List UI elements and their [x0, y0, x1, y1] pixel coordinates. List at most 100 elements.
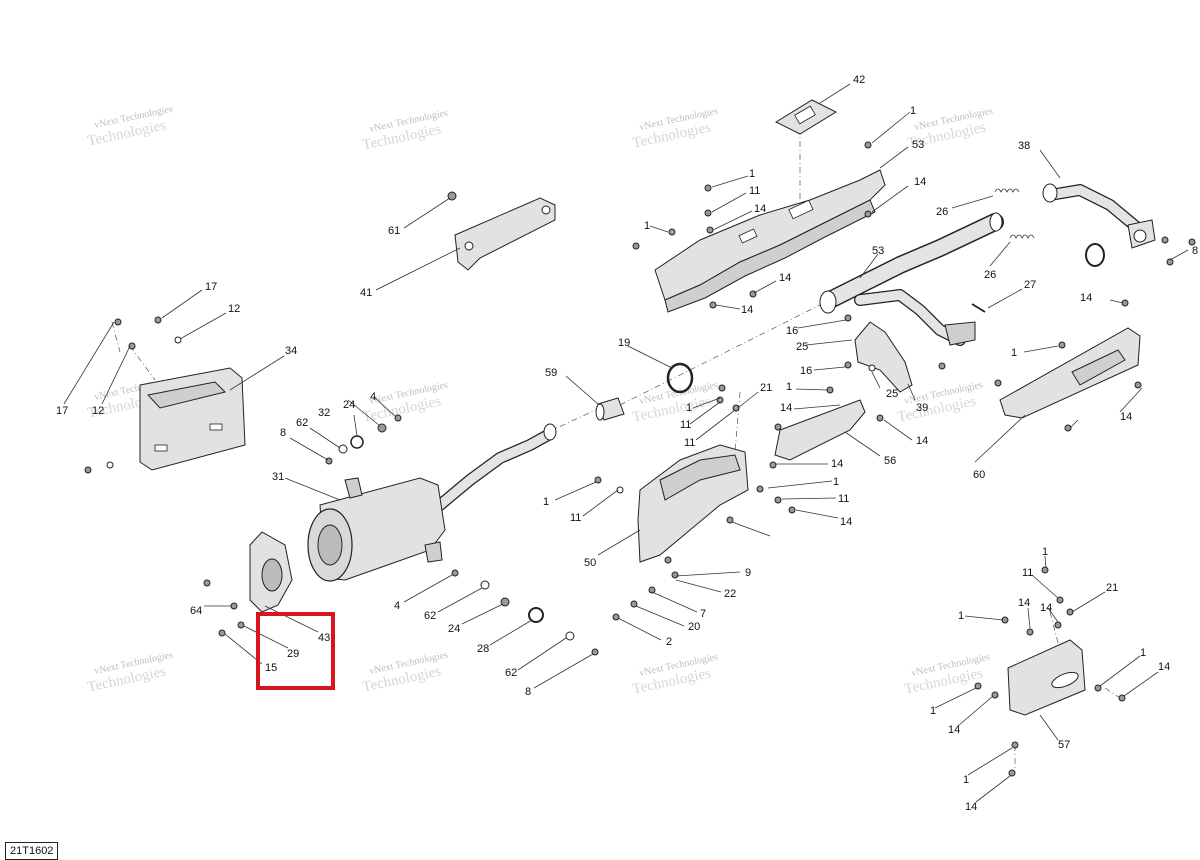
exhaust-pipe-53 — [819, 212, 1004, 346]
watermark: vNext Technologies Technologies — [631, 652, 719, 698]
callout-11[interactable]: 11 — [749, 185, 760, 197]
callout-11[interactable]: 11 — [838, 493, 849, 505]
callout-1[interactable]: 1 — [1140, 647, 1146, 659]
callout-22[interactable]: 22 — [724, 588, 736, 600]
callout-11[interactable]: 11 — [570, 512, 581, 524]
callout-1[interactable]: 1 — [930, 705, 936, 717]
watermark: vNext Technologies Technologies — [903, 652, 991, 698]
seal-27 — [971, 243, 1105, 313]
callout-16[interactable]: 16 — [800, 365, 812, 377]
callout-14[interactable]: 14 — [948, 724, 960, 736]
header-pipe-38 — [1042, 183, 1156, 249]
heat-shield-34 — [139, 367, 246, 471]
callout-27[interactable]: 27 — [1024, 279, 1036, 291]
callout-14[interactable]: 14 — [754, 203, 766, 215]
callout-59[interactable]: 59 — [545, 367, 557, 379]
callout-14[interactable]: 14 — [1120, 411, 1132, 423]
callout-14[interactable]: 14 — [916, 435, 928, 447]
bracket-56 — [774, 399, 866, 461]
callout-1[interactable]: 1 — [910, 105, 916, 117]
callout-8[interactable]: 8 — [525, 686, 531, 698]
callout-21[interactable]: 21 — [1106, 582, 1118, 594]
callout-1[interactable]: 1 — [833, 476, 839, 488]
callout-1[interactable]: 1 — [786, 381, 792, 393]
callout-25[interactable]: 25 — [886, 388, 898, 400]
callout-62[interactable]: 62 — [296, 417, 308, 429]
callout-53[interactable]: 53 — [872, 245, 884, 257]
callout-7[interactable]: 7 — [700, 608, 706, 620]
callout-14[interactable]: 14 — [1158, 661, 1170, 673]
callout-16[interactable]: 16 — [786, 325, 798, 337]
callout-8[interactable]: 8 — [1192, 245, 1198, 257]
callout-14[interactable]: 14 — [779, 272, 791, 284]
part-shapes — [84, 99, 1196, 777]
springs-26 — [994, 188, 1035, 239]
callout-14[interactable]: 14 — [831, 458, 843, 470]
callout-17[interactable]: 17 — [205, 281, 217, 293]
callout-19[interactable]: 19 — [618, 337, 630, 349]
callout-12[interactable]: 12 — [228, 303, 240, 315]
watermark: vNext Technologies Technologies — [631, 106, 719, 152]
callout-57[interactable]: 57 — [1058, 739, 1070, 751]
callout-4[interactable]: 4 — [370, 391, 376, 403]
callout-26[interactable]: 26 — [936, 206, 948, 218]
callout-4[interactable]: 4 — [394, 600, 400, 612]
heat-shield-50 — [637, 444, 749, 563]
callout-1[interactable]: 1 — [543, 496, 549, 508]
callout-24[interactable]: 24 — [343, 399, 355, 411]
callout-14[interactable]: 14 — [780, 402, 792, 414]
callout-8[interactable]: 8 — [280, 427, 286, 439]
callout-12[interactable]: 12 — [92, 405, 104, 417]
leader-lines — [63, 83, 1189, 803]
callout-15[interactable]: 15 — [265, 662, 277, 674]
callout-42[interactable]: 42 — [853, 74, 865, 86]
callout-1[interactable]: 1 — [686, 402, 692, 414]
callout-56[interactable]: 56 — [884, 455, 896, 467]
callout-1[interactable]: 1 — [749, 168, 755, 180]
callout-38[interactable]: 38 — [1018, 140, 1030, 152]
callout-1[interactable]: 1 — [1011, 347, 1017, 359]
callout-62[interactable]: 62 — [505, 667, 517, 679]
callout-1[interactable]: 1 — [963, 774, 969, 786]
callout-50[interactable]: 50 — [584, 557, 596, 569]
callout-11[interactable]: 11 — [680, 419, 691, 431]
callout-29[interactable]: 29 — [287, 648, 299, 660]
callout-11[interactable]: 11 — [684, 437, 695, 449]
callout-62[interactable]: 62 — [424, 610, 436, 622]
drawing-code-label: 21T1602 — [5, 842, 59, 860]
callout-labels: 42 1 53 38 1 11 14 14 1 26 26 8 53 27 61… — [56, 74, 1198, 813]
muffler-31 — [307, 423, 557, 582]
callout-31[interactable]: 31 — [272, 471, 284, 483]
callout-14[interactable]: 14 — [741, 304, 753, 316]
callout-9[interactable]: 9 — [745, 567, 751, 579]
callout-21[interactable]: 21 — [760, 382, 772, 394]
callout-14[interactable]: 14 — [1040, 602, 1052, 614]
callout-34[interactable]: 34 — [285, 345, 297, 357]
callout-1[interactable]: 1 — [644, 220, 650, 232]
callout-14[interactable]: 14 — [1080, 292, 1092, 304]
callout-2[interactable]: 2 — [666, 636, 672, 648]
gasket-42 — [774, 99, 838, 135]
callout-1[interactable]: 1 — [1042, 546, 1048, 558]
callout-20[interactable]: 20 — [688, 621, 700, 633]
watermark: vNext Technologies Technologies — [361, 108, 449, 154]
callout-43[interactable]: 43 — [318, 632, 330, 644]
callout-28[interactable]: 28 — [477, 643, 489, 655]
callout-14[interactable]: 14 — [840, 516, 852, 528]
callout-61[interactable]: 61 — [388, 225, 400, 237]
callout-26[interactable]: 26 — [984, 269, 996, 281]
callout-14[interactable]: 14 — [965, 801, 977, 813]
callout-53[interactable]: 53 — [912, 139, 924, 151]
callout-39[interactable]: 39 — [916, 402, 928, 414]
callout-17[interactable]: 17 — [56, 405, 68, 417]
callout-24[interactable]: 24 — [448, 623, 460, 635]
callout-64[interactable]: 64 — [190, 605, 202, 617]
callout-14[interactable]: 14 — [1018, 597, 1030, 609]
callout-60[interactable]: 60 — [973, 469, 985, 481]
callout-14[interactable]: 14 — [914, 176, 926, 188]
callout-11[interactable]: 11 — [1022, 567, 1033, 579]
callout-32[interactable]: 32 — [318, 407, 330, 419]
callout-41[interactable]: 41 — [360, 287, 372, 299]
callout-25[interactable]: 25 — [796, 341, 808, 353]
callout-1[interactable]: 1 — [958, 610, 964, 622]
